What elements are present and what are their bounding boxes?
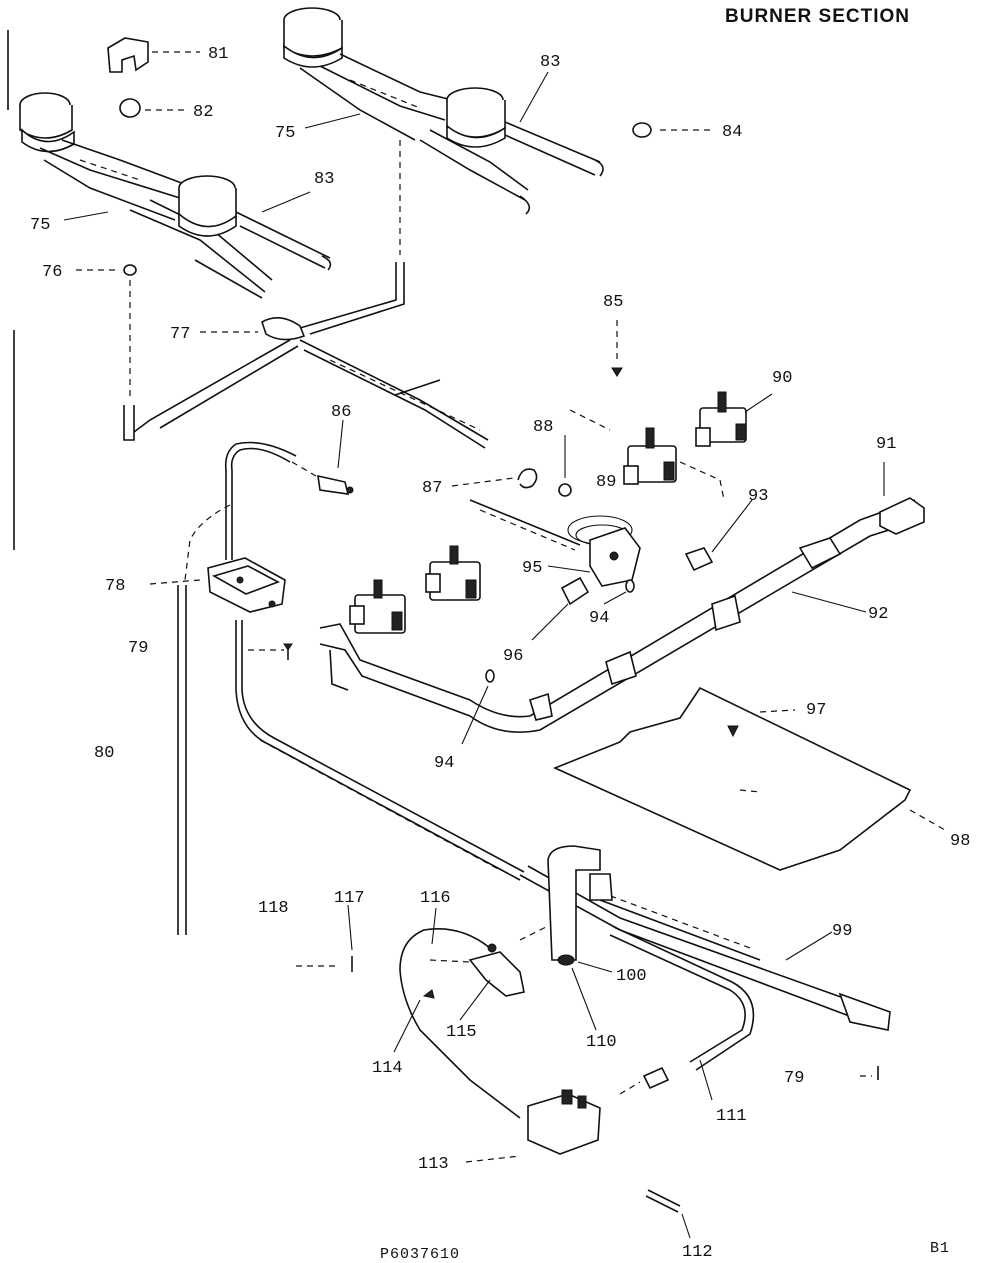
scan-edge-marks — [7, 30, 15, 550]
part-114-screw — [393, 989, 435, 1053]
label-112: 112 — [682, 1243, 713, 1262]
label-83-right: 83 — [540, 53, 560, 72]
label-94-lower: 94 — [434, 754, 454, 773]
label-75-left: 75 — [30, 216, 50, 235]
label-79-right: 79 — [784, 1069, 804, 1088]
part-117-118-marks — [296, 904, 353, 972]
label-114: 114 — [372, 1059, 403, 1078]
part-81-clip — [107, 37, 200, 73]
part-87-88-fittings — [451, 435, 572, 497]
label-85: 85 — [603, 293, 623, 312]
part-79-fitting-right — [860, 1066, 879, 1080]
right-burner-assembly — [283, 7, 604, 215]
label-87: 87 — [422, 479, 442, 498]
label-91: 91 — [876, 435, 896, 454]
label-94-upper: 94 — [589, 609, 609, 628]
label-93: 93 — [748, 487, 768, 506]
part-113-safety-valve — [465, 1089, 601, 1163]
label-82: 82 — [193, 103, 213, 122]
label-96: 96 — [503, 647, 523, 666]
label-79-left: 79 — [128, 639, 148, 658]
part-82-cap — [119, 98, 188, 118]
label-75-right: 75 — [275, 124, 295, 143]
label-117: 117 — [334, 889, 365, 908]
part-111-tube — [609, 926, 755, 1101]
label-76: 76 — [42, 263, 62, 282]
part-98-shield-panel — [552, 686, 946, 871]
label-89: 89 — [596, 473, 616, 492]
label-111: 111 — [716, 1107, 747, 1126]
part-115-igniter — [459, 943, 525, 1021]
part-96-orifice — [531, 576, 590, 641]
footer-page: B1 — [930, 1240, 950, 1257]
label-90: 90 — [772, 369, 792, 388]
part-100-110-elbow — [519, 845, 613, 1031]
part-93-fitting — [684, 499, 753, 572]
label-77: 77 — [170, 325, 190, 344]
lower-valve-left — [349, 579, 406, 634]
part-76-fitting — [76, 264, 137, 441]
label-113: 113 — [418, 1155, 449, 1174]
label-97: 97 — [806, 701, 826, 720]
label-95: 95 — [522, 559, 542, 578]
footer-code: P6037610 — [380, 1246, 460, 1263]
label-81: 81 — [208, 45, 228, 64]
label-99: 99 — [832, 922, 852, 941]
label-86: 86 — [331, 403, 351, 422]
label-100: 100 — [616, 967, 647, 986]
label-98: 98 — [950, 832, 970, 851]
label-118: 118 — [258, 899, 289, 918]
part-86-orifice — [291, 419, 354, 495]
label-116: 116 — [420, 889, 451, 908]
burner-valves — [349, 391, 773, 634]
part-89-valve — [569, 409, 725, 501]
part-116-capillary — [399, 907, 521, 1119]
label-88: 88 — [533, 418, 553, 437]
part-92-manifold — [319, 462, 925, 733]
lower-valve-right — [425, 545, 481, 601]
left-burner-assembly — [19, 92, 332, 299]
part-79-fitting-marker — [248, 643, 293, 660]
label-110: 110 — [586, 1033, 617, 1052]
label-83-left: 83 — [314, 170, 334, 189]
label-80: 80 — [94, 744, 114, 763]
part-94-screw-upper — [603, 579, 635, 605]
label-78: 78 — [105, 577, 125, 596]
part-95-thermostat — [469, 499, 641, 587]
part-labels: 81 82 83 84 75 83 75 76 77 85 90 86 88 9… — [30, 45, 970, 1262]
part-78-pressure-regulator — [149, 557, 286, 613]
diagram-title: BURNER SECTION — [725, 6, 910, 27]
part-94-screw-lower — [461, 669, 495, 745]
part-84-fitting — [632, 122, 715, 138]
part-77-gas-tubing — [133, 140, 489, 449]
part-85-screw — [611, 320, 623, 377]
part-79-80-tubing-left — [177, 441, 525, 935]
part-90-valve — [695, 391, 773, 447]
part-112-screw — [645, 1189, 691, 1239]
label-115: 115 — [446, 1023, 477, 1042]
label-84: 84 — [722, 123, 742, 142]
label-92: 92 — [868, 605, 888, 624]
